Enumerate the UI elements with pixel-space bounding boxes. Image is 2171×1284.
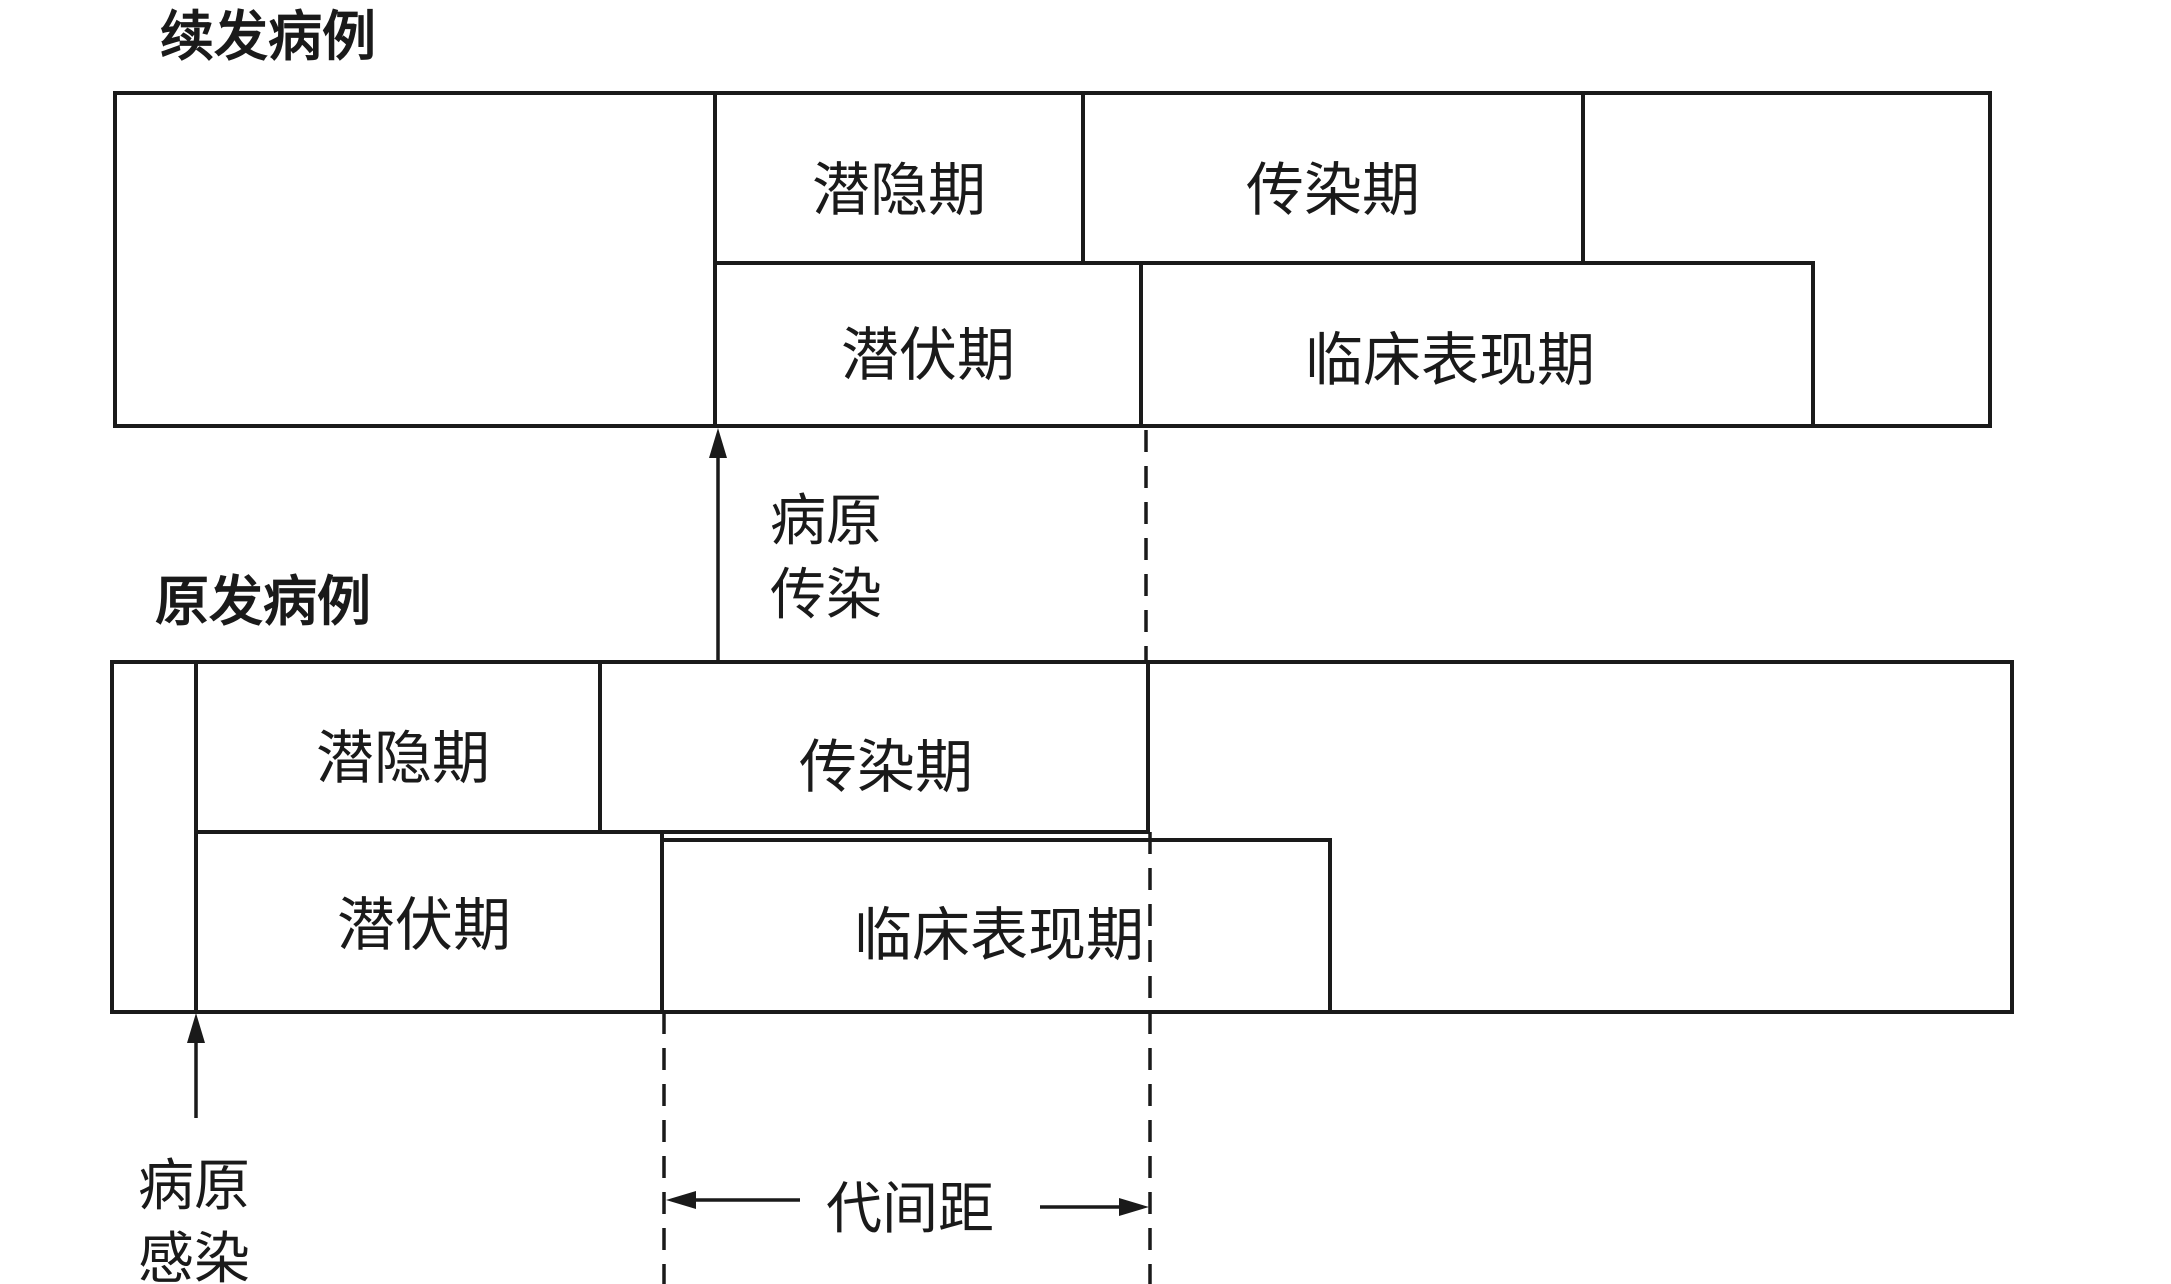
secondary-clinical-period-label: 临床表现期 <box>1305 326 1595 394</box>
transmission-label-line1: 病原 <box>770 489 882 554</box>
generation-interval-arrow <box>666 1191 1149 1216</box>
secondary-clinical-period-cell <box>1139 261 1815 428</box>
secondary-case-timeline: 潜隐期 传染期 潜伏期 临床表现期 <box>113 91 1992 428</box>
secondary-infectious-period-label: 传染期 <box>1246 156 1420 224</box>
transmission-arrow <box>709 428 727 662</box>
primary-clinical-period-label: 临床表现期 <box>854 901 1144 969</box>
primary-infectious-period-cell <box>598 660 1150 834</box>
secondary-incubation-period-label: 潜伏期 <box>841 321 1015 389</box>
infection-label-line2: 感染 <box>138 1227 250 1284</box>
primary-case-heading: 原发病例 <box>155 570 371 633</box>
generation-interval-label: 代间距 <box>826 1177 994 1242</box>
infection-label-line1: 病原 <box>138 1154 250 1219</box>
primary-clinical-period-cell <box>660 838 1332 1014</box>
primary-infectious-period-label: 传染期 <box>799 733 973 801</box>
primary-incubation-period-label: 潜伏期 <box>337 891 511 959</box>
secondary-case-heading: 续发病例 <box>160 5 376 68</box>
primary-latent-period-label: 潜隐期 <box>316 724 490 792</box>
generation-interval-right-head <box>1119 1198 1149 1216</box>
primary-case-timeline: 潜隐期 传染期 潜伏期 临床表现期 <box>110 660 2014 1014</box>
infection-arrow <box>187 1013 205 1118</box>
secondary-case-outer-frame <box>113 91 1992 428</box>
transmission-arrow-head <box>709 428 727 458</box>
transmission-label-line2: 传染 <box>770 563 882 628</box>
generation-interval-left-head <box>666 1191 696 1209</box>
secondary-latent-period-label: 潜隐期 <box>812 156 986 224</box>
infection-arrow-head <box>187 1013 205 1043</box>
